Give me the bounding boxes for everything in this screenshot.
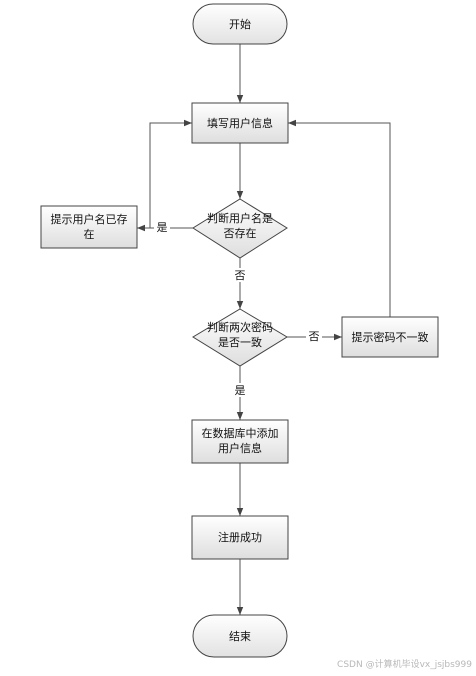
node-pwd-mismatch: 提示密码不一致 bbox=[341, 316, 439, 358]
node-check-name-line1: 判断用户名是 bbox=[207, 211, 273, 225]
edge-mismatch-back-to-fill bbox=[288, 119, 391, 317]
node-name-exists: 提示用户名已存 在 bbox=[40, 205, 138, 249]
node-end-label: 结束 bbox=[229, 630, 251, 643]
node-check-pwd-line2: 是否一致 bbox=[218, 335, 262, 349]
node-name-exists-line2: 在 bbox=[84, 228, 95, 241]
node-pwd-mismatch-label: 提示密码不一致 bbox=[352, 330, 429, 344]
node-check-name: 判断用户名是 否存在 bbox=[192, 198, 288, 259]
edge-label-no-1: 否 bbox=[235, 269, 246, 282]
node-start-label: 开始 bbox=[229, 17, 251, 31]
edge-exists-back-to-fill bbox=[149, 119, 192, 228]
edge-label-yes-1: 是 bbox=[157, 221, 168, 234]
node-add-db-line2: 用户信息 bbox=[218, 441, 262, 455]
node-register-ok: 注册成功 bbox=[191, 515, 289, 560]
node-register-ok-label: 注册成功 bbox=[218, 530, 262, 544]
node-check-pwd-line1: 判断两次密码 bbox=[207, 320, 273, 334]
node-add-db-line1: 在数据库中添加 bbox=[202, 426, 279, 440]
node-check-name-line2: 否存在 bbox=[224, 226, 257, 240]
node-check-pwd: 判断两次密码 是否一致 bbox=[192, 308, 288, 367]
node-add-db: 在数据库中添加 用户信息 bbox=[191, 419, 289, 464]
edge-label-yes-2: 是 bbox=[235, 384, 246, 397]
node-fill-info-label: 填写用户信息 bbox=[207, 116, 273, 130]
node-name-exists-line1: 提示用户名已存 bbox=[51, 212, 128, 226]
node-end: 结束 bbox=[192, 614, 288, 658]
node-start: 开始 bbox=[192, 3, 288, 45]
edge-label-no-2: 否 bbox=[309, 330, 320, 343]
node-fill-info: 填写用户信息 bbox=[191, 102, 289, 144]
watermark: CSDN @计算机毕设vx_jsjbs999 bbox=[337, 660, 472, 670]
